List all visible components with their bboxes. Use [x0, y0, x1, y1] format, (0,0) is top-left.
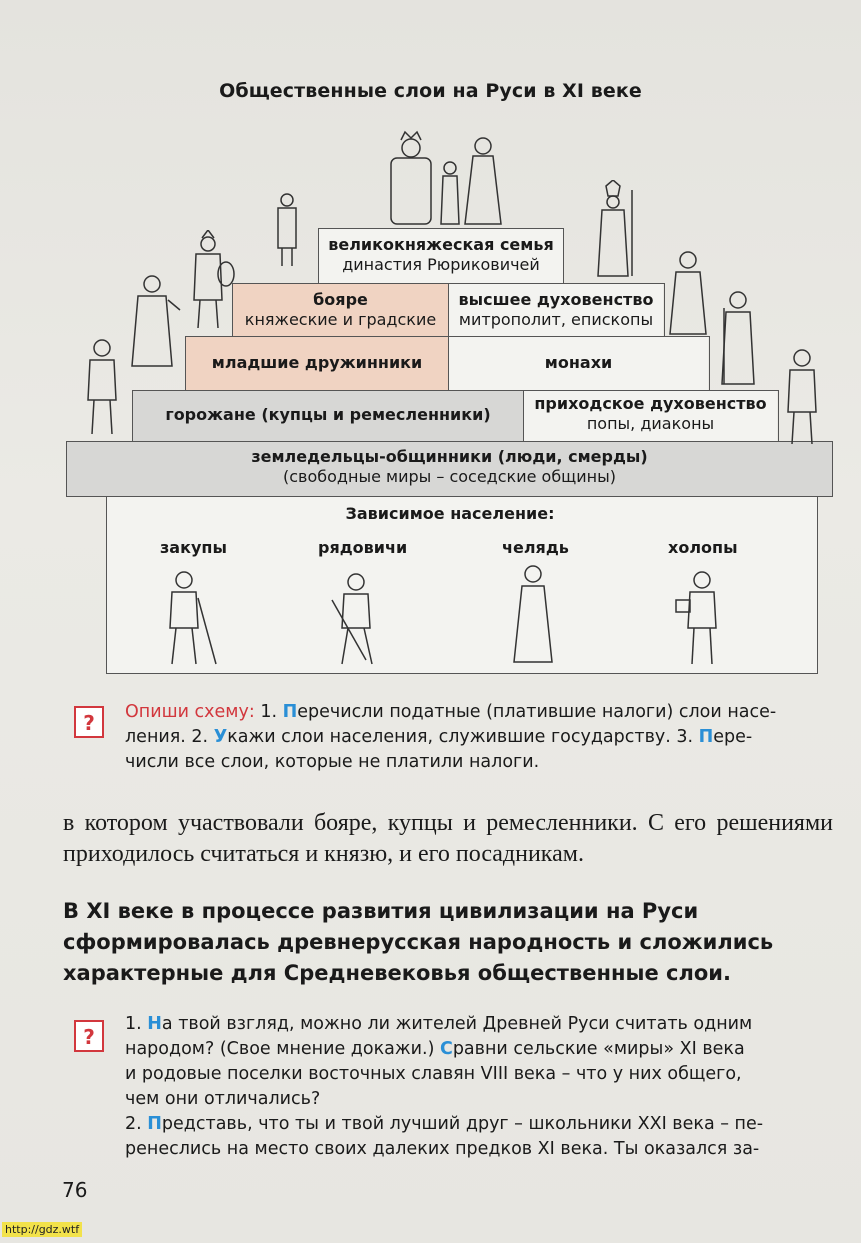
- grand-prince-family-illustration: [385, 128, 515, 230]
- warrior-with-sword-illustration: [272, 188, 302, 268]
- tier4-left-title: горожане (купцы и ремесленники): [133, 405, 523, 425]
- tier-grand-prince-family: великокняжеская семья династия Рюрикович…: [318, 228, 564, 284]
- tier-junior-warriors-monks: младшие дружинники монахи: [185, 336, 710, 391]
- monk-illustration: [716, 288, 760, 388]
- tier4-right-subtitle: попы, диаконы: [524, 414, 777, 434]
- dependent-title: Зависимое население:: [340, 504, 560, 523]
- ryadovich-illustration: [326, 570, 390, 668]
- tier5-title: земледельцы-общинники (люди, смерды): [67, 447, 832, 467]
- tier-townspeople-clergy: горожане (купцы и ремесленники) приходск…: [132, 390, 779, 442]
- tier1-title: великокняжеская семья: [319, 235, 563, 255]
- chelyad-illustration: [508, 562, 558, 666]
- tier3-right-title: монахи: [449, 353, 708, 373]
- watermark-link[interactable]: http://gdz.wtf: [2, 1222, 82, 1237]
- boyar-illustration: [124, 270, 184, 370]
- body-paragraph: в котором участвовали бояре, купцы и рем…: [63, 808, 833, 870]
- task1-lead: Опиши схему:: [125, 702, 255, 722]
- warrior-illustration: [182, 230, 237, 330]
- page-number: 76: [62, 1178, 87, 1202]
- task2-text: 1. На твой взгляд, можно ли жителей Древ…: [125, 1012, 835, 1162]
- diagram-title: Общественные слои на Руси в XI веке: [0, 80, 861, 102]
- priest-illustration: [780, 346, 826, 446]
- question-icon: ?: [74, 706, 104, 738]
- tier2-right-subtitle: митрополит, епископы: [449, 310, 663, 330]
- boyar-right-illustration: [666, 248, 712, 338]
- dependent-group-ryadovichi: рядовичи: [318, 538, 407, 557]
- tier2-left-title: бояре: [233, 290, 448, 310]
- dependent-group-chelyad: челядь: [502, 538, 569, 557]
- question-icon-2: ?: [74, 1020, 104, 1052]
- tier1-subtitle: династия Рюриковичей: [319, 255, 563, 275]
- bishop-illustration: [588, 180, 638, 280]
- tier2-right-title: высшее духовенство: [449, 290, 663, 310]
- task1-text: Опиши схему: 1. Перечисли податные (плат…: [125, 700, 835, 775]
- tier-farmers: земледельцы-общинники (люди, смерды) (св…: [66, 441, 833, 497]
- tier3-left-title: младшие дружинники: [186, 353, 448, 373]
- zakup-illustration: [158, 568, 218, 668]
- dependent-group-zakupy: закупы: [160, 538, 227, 557]
- tier5-subtitle: (свободные миры – соседские общины): [67, 467, 832, 487]
- kholop-illustration: [672, 568, 732, 668]
- tier4-right-title: приходское духовенство: [524, 394, 777, 414]
- dependent-group-kholopy: холопы: [668, 538, 738, 557]
- townsman-left-illustration: [80, 336, 126, 436]
- tier2-left-subtitle: княжеские и градские: [233, 310, 448, 330]
- tier-boyars-clergy: бояре княжеские и градские высшее духове…: [232, 283, 665, 337]
- bold-summary-paragraph: В XI веке в процессе развития цивилизаци…: [63, 896, 833, 989]
